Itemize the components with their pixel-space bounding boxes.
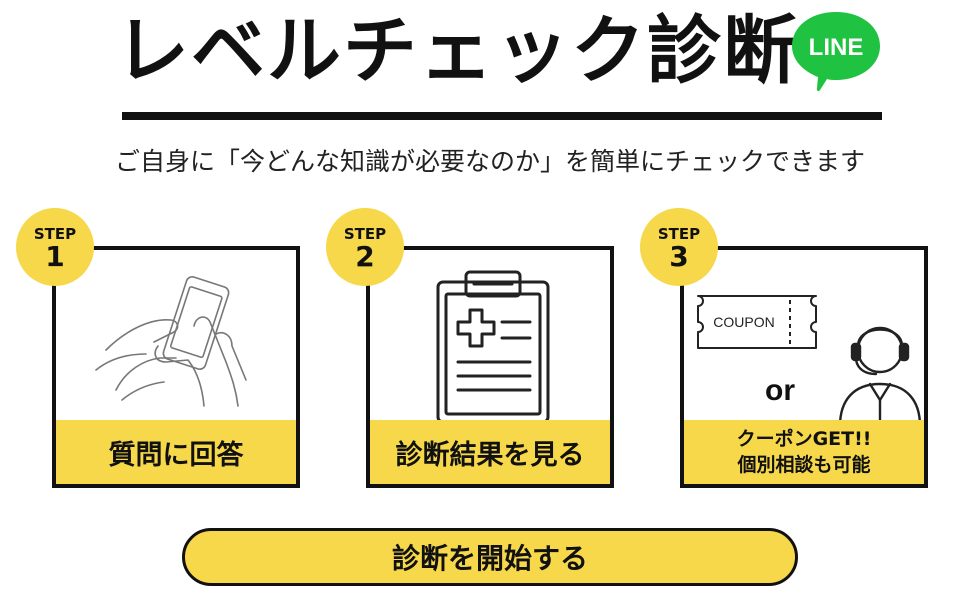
step-2-badge: STEP 2: [326, 208, 404, 286]
smartphone-hand-icon: [95, 276, 247, 407]
coupon-icon: [697, 295, 817, 349]
step-3-caption-line2: 個別相談も可能: [737, 454, 871, 476]
step-1-label: STEP: [33, 225, 77, 243]
page-title: レベルチェック診断: [115, 8, 799, 94]
page-subtitle: ご自身に「今どんな知識が必要なのか」を簡単にチェックできます: [114, 147, 865, 176]
step-1-caption: 質問に回答: [56, 420, 296, 484]
coupon-text: COUPON: [713, 314, 774, 330]
headset-operator-icon: [838, 326, 922, 426]
step-3-card: COUPON or クーポンGET!! 個別相談も可能: [680, 246, 928, 488]
step-3-caption-line1: クーポンGET!!: [736, 428, 872, 450]
title-underline: [122, 112, 882, 120]
or-text: or: [765, 374, 795, 407]
step-3-label: STEP: [657, 225, 701, 243]
step-2-card: 診断結果を見る: [366, 246, 614, 488]
step-2-caption: 診断結果を見る: [370, 420, 610, 484]
step-1-number: 1: [45, 240, 65, 273]
clipboard-medical-icon: [436, 270, 550, 424]
line-badge-label: LINE: [809, 34, 864, 61]
coupon-and-operator-icon: COUPON or: [697, 295, 922, 426]
start-diagnosis-button[interactable]: 診断を開始する: [182, 528, 798, 586]
step-3-badge: STEP 3: [640, 208, 718, 286]
step-2-label: STEP: [343, 225, 387, 243]
step-1-card: 質問に回答: [52, 246, 300, 488]
step-3-number: 3: [669, 240, 689, 273]
step-3-caption: クーポンGET!! 個別相談も可能: [684, 420, 924, 484]
step-2-number: 2: [355, 240, 375, 273]
line-logo-icon: LINE: [792, 12, 880, 92]
step-1-badge: STEP 1: [16, 208, 94, 286]
